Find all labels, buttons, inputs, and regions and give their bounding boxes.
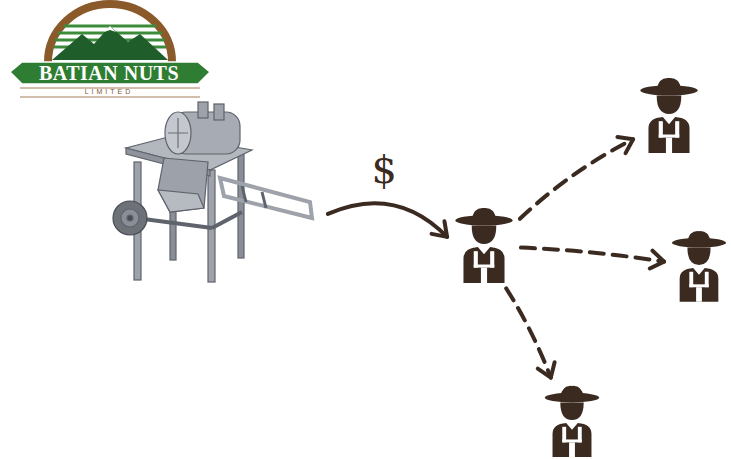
machine-node xyxy=(112,100,322,285)
farmer-icon xyxy=(670,227,728,303)
payment-arrow xyxy=(328,203,447,237)
brand-name: BATIAN NUTS xyxy=(20,61,198,85)
farmer-node xyxy=(453,205,515,283)
farmer-node xyxy=(542,383,602,457)
farmer-icon xyxy=(638,75,700,153)
machine-illustration xyxy=(112,100,322,285)
dashed-arrow xyxy=(520,137,633,219)
farmer-icon xyxy=(542,383,602,457)
brand-subtitle: LIMITED xyxy=(20,87,198,96)
edge-label: $ xyxy=(371,147,396,191)
farmer-node xyxy=(638,75,700,153)
dashed-arrow xyxy=(506,288,554,377)
farmer-icon xyxy=(453,205,515,283)
farmer-node xyxy=(670,227,728,303)
dashed-arrow xyxy=(521,248,664,269)
